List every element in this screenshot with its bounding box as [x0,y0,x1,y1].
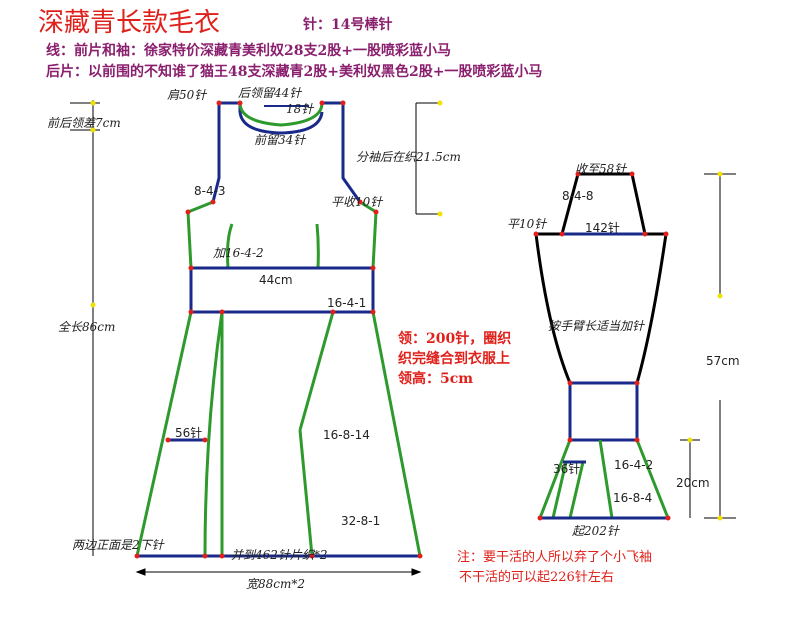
count56-label: 56针 [175,426,203,440]
cast-on-label: 并到462针片织*2 [231,548,328,562]
sleeve-cuff [568,381,639,442]
ruffle-left [538,439,572,519]
sleeve-cast-on-label: 起202针 [572,524,619,538]
cap-top-label: 收至58针 [575,162,627,176]
inc-1684-label: 16-8-4 [613,491,653,505]
count36-label: 36针 [553,462,581,476]
skirt-right-inner-2 [298,429,314,557]
skirt-right-inner [298,311,335,431]
back-neck-inner-label: 18针 [286,102,314,116]
count142-label: 142针 [585,221,620,235]
cap-dec-label: 8-4-8 [562,189,594,203]
back-neck-curve [238,102,324,127]
ruffle-inner-right [598,439,614,519]
back-neck-label: 后领留44针 [238,86,302,100]
bodice-left-side [186,211,193,269]
ruffle-length-label: 20cm [676,476,710,490]
skirt-left-edge [135,311,193,557]
sleeve-dimensions [680,173,736,519]
width-label: 宽88cm*2 [246,577,306,591]
footnote-line1: 注：要干活的人所以弃了个小飞袖 [457,550,653,565]
sleeve-cap-right [630,173,647,235]
yarn-front-text: 线：前片和袖：徐家特价深藏青美利奴28支2股+一股喷彩蓝小马 [46,43,451,59]
body-dimensions [70,100,440,576]
body-outline [135,101,422,558]
front-neck-label: 前留34针 [254,133,306,147]
decrease-843-label: 8-4-3 [194,184,226,198]
ruffle-inner-left2 [551,461,568,519]
left-dart [226,223,234,269]
right-strap-outer [341,103,362,203]
arm-note-label: 按手臂长适当加针 [548,319,645,333]
dec-1641-label: 16-4-1 [327,296,367,310]
collar-line1: 领：200针，圈织 [398,331,512,347]
skirt-right-edge [371,311,422,557]
footnote-line2: 不干活的可以起226针左右 [459,570,614,585]
front-back-diff-label: 前后领差7cm [47,116,121,130]
dec-3281-label: 32-8-1 [341,514,381,528]
collar-line2: 织完缝合到衣服上 [398,351,510,367]
needle-size: 针：14号棒针 [303,17,393,33]
sleeve-left-side [534,233,572,384]
collar-line3: 领高：5cm [398,371,474,387]
skirt-mid-left [203,311,224,557]
right-strap-armhole [359,200,377,214]
split-after-label: 分袖后在织21.5cm [356,150,461,164]
ruffle-inner-left [568,461,585,519]
ruffle-right [635,439,670,519]
right-dart [315,223,320,269]
side-note-label: 两边正面是2下针 [72,538,164,552]
stitch-markers [90,100,723,559]
sleeve-cap-left [560,173,580,235]
bodice-right-side [371,211,378,269]
increase-label: 加16-4-2 [213,246,264,260]
total-length-label: 全长86cm [58,320,116,334]
waistband [189,266,375,314]
left-strap-armhole [187,200,214,214]
front-neck-curve [238,111,324,135]
sleeve-right-side [635,233,668,384]
sleeve-flat10-label: 平10针 [507,217,547,231]
band-label: 44cm [259,273,293,287]
yarn-back-text: 后片：以前围的不知谁了猫王48支深藏青2股+美利奴黑色2股+一股喷彩蓝小马 [46,64,543,80]
dec-16814-label: 16-8-14 [323,428,370,442]
page-title: 深藏青长款毛衣 [38,8,221,38]
shoulder-label: 肩50针 [167,88,207,102]
inc-1642-label: 16-4-2 [614,458,654,472]
sleeve-outline [534,172,670,520]
left-strap-outer [211,103,221,203]
sleeve-length-label: 57cm [706,354,740,368]
flat10-label: 平收10针 [331,195,383,209]
